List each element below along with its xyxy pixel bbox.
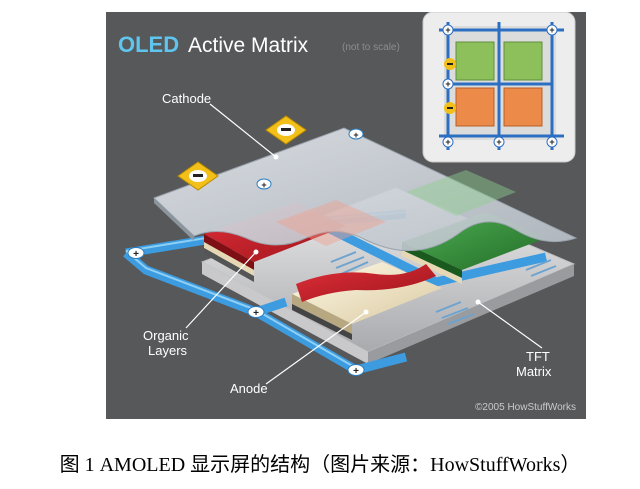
tft-leader-line (477, 301, 543, 349)
circuit-traces (330, 251, 557, 325)
organic-leader-line (185, 251, 257, 329)
svg-text:+: + (549, 137, 554, 147)
inset-minus-icon (444, 102, 456, 114)
title-active-matrix: Active Matrix (188, 34, 309, 57)
anode-terminal: + (256, 178, 272, 190)
anode-terminal: + (347, 364, 365, 377)
anode-terminal: + (348, 128, 364, 140)
label-tft-line1: TFT (526, 349, 550, 364)
label-organic-line1: Organic (143, 328, 189, 343)
pixel-red-front (292, 262, 442, 340)
cathode-leader-line (209, 103, 277, 158)
figure-caption: 图 1 AMOLED 显示屏的结构（图片来源：HowStuffWorks） (59, 454, 581, 476)
svg-text:+: + (261, 180, 266, 190)
oled-diagram: OLED Active Matrix (not to scale) (106, 12, 586, 419)
scale-note: (not to scale) (342, 42, 400, 53)
cathode-sheet (153, 127, 578, 252)
svg-text:+: + (549, 25, 554, 35)
svg-text:+: + (353, 366, 359, 377)
copyright: ©2005 HowStuffWorks (475, 402, 576, 413)
svg-text:+: + (445, 137, 450, 147)
svg-text:+: + (133, 249, 139, 260)
title-oled: OLED (118, 32, 179, 57)
svg-text:+: + (445, 79, 450, 89)
label-tft-line2: Matrix (516, 364, 552, 379)
svg-text:+: + (496, 137, 501, 147)
inset-minus-icon (444, 58, 456, 70)
cathode-connector-tab (177, 161, 219, 191)
svg-text:+: + (445, 25, 450, 35)
svg-text:+: + (353, 130, 358, 140)
anode-leader-dot (363, 309, 369, 315)
anode-terminal: + (247, 306, 265, 319)
inset-schematic: + + + + + + (422, 12, 576, 163)
cathode-leader-dot (273, 154, 279, 160)
organic-leader-dot (253, 249, 259, 255)
cathode-connector-tab (265, 115, 307, 145)
label-cathode: Cathode (162, 91, 211, 106)
label-anode: Anode (230, 381, 268, 396)
label-organic-line2: Layers (148, 343, 188, 358)
tft-leader-dot (475, 299, 481, 305)
anode-leader-line (265, 311, 367, 385)
svg-text:+: + (253, 308, 259, 319)
anode-terminal: + (127, 247, 145, 260)
